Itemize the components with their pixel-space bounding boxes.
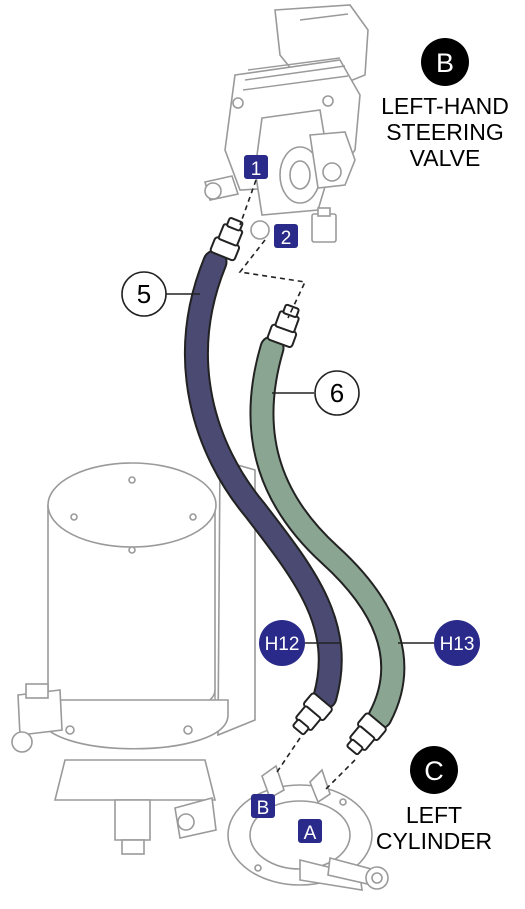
callout-b-letter: B [436, 48, 454, 78]
hose-5-number-callout: 5 [121, 271, 167, 317]
callout-b-text-line1: LEFT-HAND [381, 93, 509, 119]
hose-5-tag: H12 [259, 620, 305, 666]
callout-c-text-line1: LEFT [406, 802, 462, 828]
hose-5-number: 5 [137, 279, 151, 309]
hose-6-lower-fitting [346, 712, 387, 756]
hose-6-number: 6 [330, 378, 344, 408]
cylinder-port-b-label: B [257, 798, 270, 819]
callout-c-letter: C [424, 756, 444, 786]
steering-valve-drawing [204, 4, 369, 243]
connection-line-port-2 [238, 239, 307, 319]
hose-6-tag: H13 [434, 620, 480, 666]
callout-b: B [421, 38, 469, 86]
hose-5[interactable] [184, 249, 343, 710]
valve-port-1-label: 1 [251, 159, 262, 180]
callout-c: C [410, 746, 458, 794]
motor-pump-drawing [11, 458, 256, 855]
cylinder-port-b-badge: B [251, 794, 275, 819]
valve-port-2-label: 2 [281, 228, 292, 249]
callout-b-text-line2: STEERING [386, 119, 504, 145]
connection-line-port-b [274, 737, 301, 776]
hose-5-lower-fitting [292, 692, 333, 736]
hose-6-tag-label: H13 [440, 634, 475, 655]
hose-5-tag-label: H12 [265, 634, 300, 655]
hose-6-number-callout: 6 [314, 370, 360, 416]
connection-line-port-1 [239, 179, 257, 226]
hose-5-upper-fitting [209, 217, 244, 262]
connection-line-port-a [324, 759, 356, 791]
cylinder-port-a-label: A [304, 823, 317, 844]
callout-c-text-line2: CYLINDER [376, 828, 492, 854]
hose-6[interactable] [249, 335, 406, 730]
hose-6-upper-fitting [266, 303, 300, 348]
valve-port-2-badge: 2 [274, 224, 298, 249]
valve-port-1-badge: 1 [244, 155, 268, 180]
callout-b-text-line3: VALVE [410, 145, 481, 171]
cylinder-port-a-badge: A [298, 819, 322, 844]
